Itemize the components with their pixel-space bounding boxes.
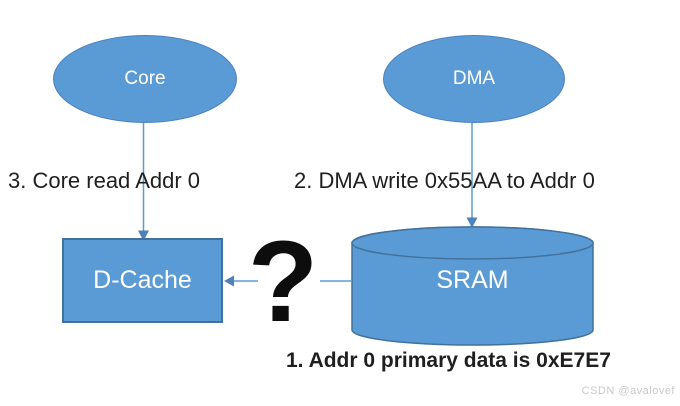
node-sram-label: SRAM <box>436 266 509 294</box>
node-core-label: Core <box>124 68 166 89</box>
annotation-step-3: 3. Core read Addr 0 <box>8 168 201 193</box>
sram-cylinder-top <box>351 226 594 260</box>
question-mark-label: ? <box>247 218 319 346</box>
node-dma: DMA <box>383 35 565 123</box>
core-to-dcache-arrowhead-icon <box>138 230 149 241</box>
annotation-step-1: 1. Addr 0 primary data is 0xE7E7 <box>286 349 611 372</box>
annotation-step-2: 2. DMA write 0x55AA to Addr 0 <box>294 168 595 193</box>
question-to-dcache-arrowhead-icon <box>224 275 234 287</box>
dma-to-sram-arrowhead-icon <box>466 217 478 228</box>
node-dcache: D-Cache <box>62 238 223 323</box>
node-dcache-label: D-Cache <box>93 266 192 294</box>
watermark: CSDN @avalovef <box>581 385 675 397</box>
node-core: Core <box>53 35 237 123</box>
node-dma-label: DMA <box>452 68 496 89</box>
